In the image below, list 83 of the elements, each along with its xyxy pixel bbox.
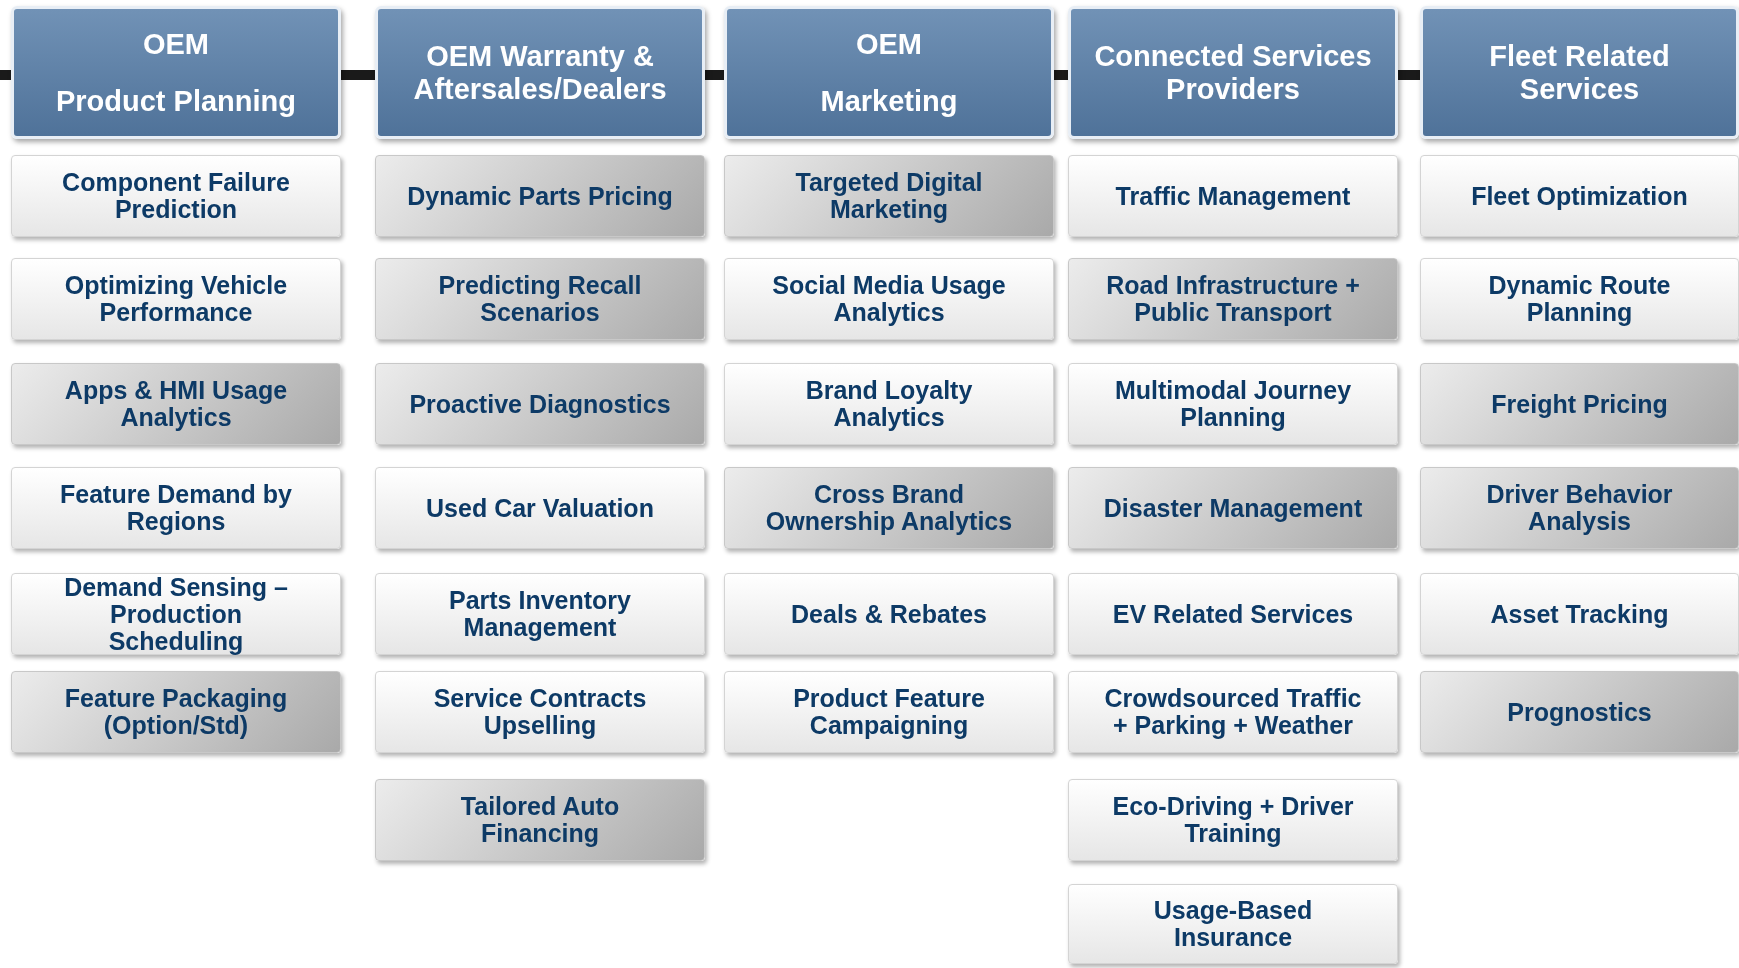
use-case-box (1068, 258, 1398, 340)
use-case-box (724, 671, 1054, 753)
use-case-label: Multimodal Journey Planning (1113, 377, 1353, 431)
use-case-box (375, 363, 705, 445)
use-case-label: Tailored Auto Financing (459, 793, 621, 847)
use-case-box (724, 258, 1054, 340)
use-case-label: Freight Pricing (1491, 390, 1668, 418)
use-case-box (1068, 884, 1398, 964)
use-case-box (375, 779, 705, 861)
use-case-box (724, 155, 1054, 237)
category-header (375, 6, 705, 139)
use-case-box (724, 363, 1054, 445)
use-case-label: Used Car Valuation (426, 494, 654, 522)
use-case-box (724, 573, 1054, 655)
use-case-label: Component Failure Prediction (61, 169, 291, 223)
use-case-box (11, 363, 341, 445)
use-case-box (1420, 258, 1739, 340)
use-case-box (375, 467, 705, 549)
use-case-box (1420, 573, 1739, 655)
use-case-label: Parts Inventory Management (448, 587, 632, 641)
use-case-box (1420, 467, 1739, 549)
use-case-label: Fleet Optimization (1471, 182, 1688, 210)
header-text: OEM Warranty & Aftersales/Dealers (412, 39, 668, 106)
use-case-box (375, 671, 705, 753)
use-case-box (11, 467, 341, 549)
connector-line (1054, 70, 1068, 80)
use-case-label: Social Media Usage Analytics (771, 272, 1007, 326)
use-case-box (1068, 573, 1398, 655)
use-case-label: Product Feature Campaigning (792, 685, 986, 739)
connector-line (0, 70, 11, 80)
use-case-box (1068, 671, 1398, 753)
use-case-label: Prognostics (1507, 698, 1652, 726)
use-case-label: Predicting Recall Scenarios (437, 272, 643, 326)
header-text: OEM (855, 27, 923, 61)
use-case-label: Dynamic Route Planning (1487, 272, 1672, 326)
connector-line (341, 70, 375, 80)
use-case-box (724, 467, 1054, 549)
use-case-box (11, 258, 341, 340)
use-case-label: EV Related Services (1112, 600, 1354, 628)
use-case-box (375, 573, 705, 655)
use-case-label: Deals & Rebates (791, 600, 987, 628)
use-case-box (11, 573, 341, 655)
use-case-box (1420, 155, 1739, 237)
use-case-label: Traffic Management (1115, 182, 1351, 210)
use-case-box (11, 155, 341, 237)
use-case-label: Road Infrastructure + Public Transport (1105, 272, 1361, 326)
use-case-label: Optimizing Vehicle Performance (63, 272, 289, 326)
use-case-label: Service Contracts Upselling (432, 685, 648, 739)
use-case-label: Apps & HMI Usage Analytics (63, 377, 289, 431)
use-case-label: Proactive Diagnostics (409, 390, 671, 418)
header-text: Fleet Related Services (1488, 39, 1671, 106)
use-case-label: Eco-Driving + Driver Training (1111, 793, 1355, 847)
use-case-label: Demand Sensing – Production Scheduling (63, 573, 289, 655)
header-text: Marketing (820, 84, 958, 118)
use-case-label: Driver Behavior Analysis (1485, 481, 1674, 535)
category-header (724, 6, 1054, 139)
header-text: Product Planning (55, 84, 297, 118)
use-case-label: Disaster Management (1103, 494, 1363, 522)
header-text: Connected Services Providers (1093, 39, 1373, 106)
use-case-box (375, 258, 705, 340)
use-case-box (1068, 779, 1398, 861)
use-case-label: Crowdsourced Traffic + Parking + Weather (1103, 685, 1363, 739)
use-case-label: Dynamic Parts Pricing (407, 182, 673, 210)
header-text: OEM (142, 27, 210, 61)
use-case-label: Asset Tracking (1490, 600, 1669, 628)
use-case-box (1068, 467, 1398, 549)
category-header (1420, 6, 1739, 139)
use-case-box (1068, 363, 1398, 445)
use-case-box (11, 671, 341, 753)
use-case-box (1420, 671, 1739, 753)
use-case-box (1420, 363, 1739, 445)
category-header (1068, 6, 1398, 139)
use-case-label: Cross Brand Ownership Analytics (764, 481, 1014, 535)
use-case-label: Feature Demand by Regions (59, 481, 293, 535)
connector-line (705, 70, 724, 80)
use-case-label: Targeted Digital Marketing (794, 169, 984, 223)
use-case-label: Feature Packaging (Option/Std) (63, 685, 289, 739)
use-case-box (1068, 155, 1398, 237)
connector-line (1398, 70, 1420, 80)
use-case-label: Brand Loyalty Analytics (804, 377, 974, 431)
category-header (11, 6, 341, 139)
use-case-box (375, 155, 705, 237)
use-case-label: Usage-Based Insurance (1152, 897, 1314, 951)
